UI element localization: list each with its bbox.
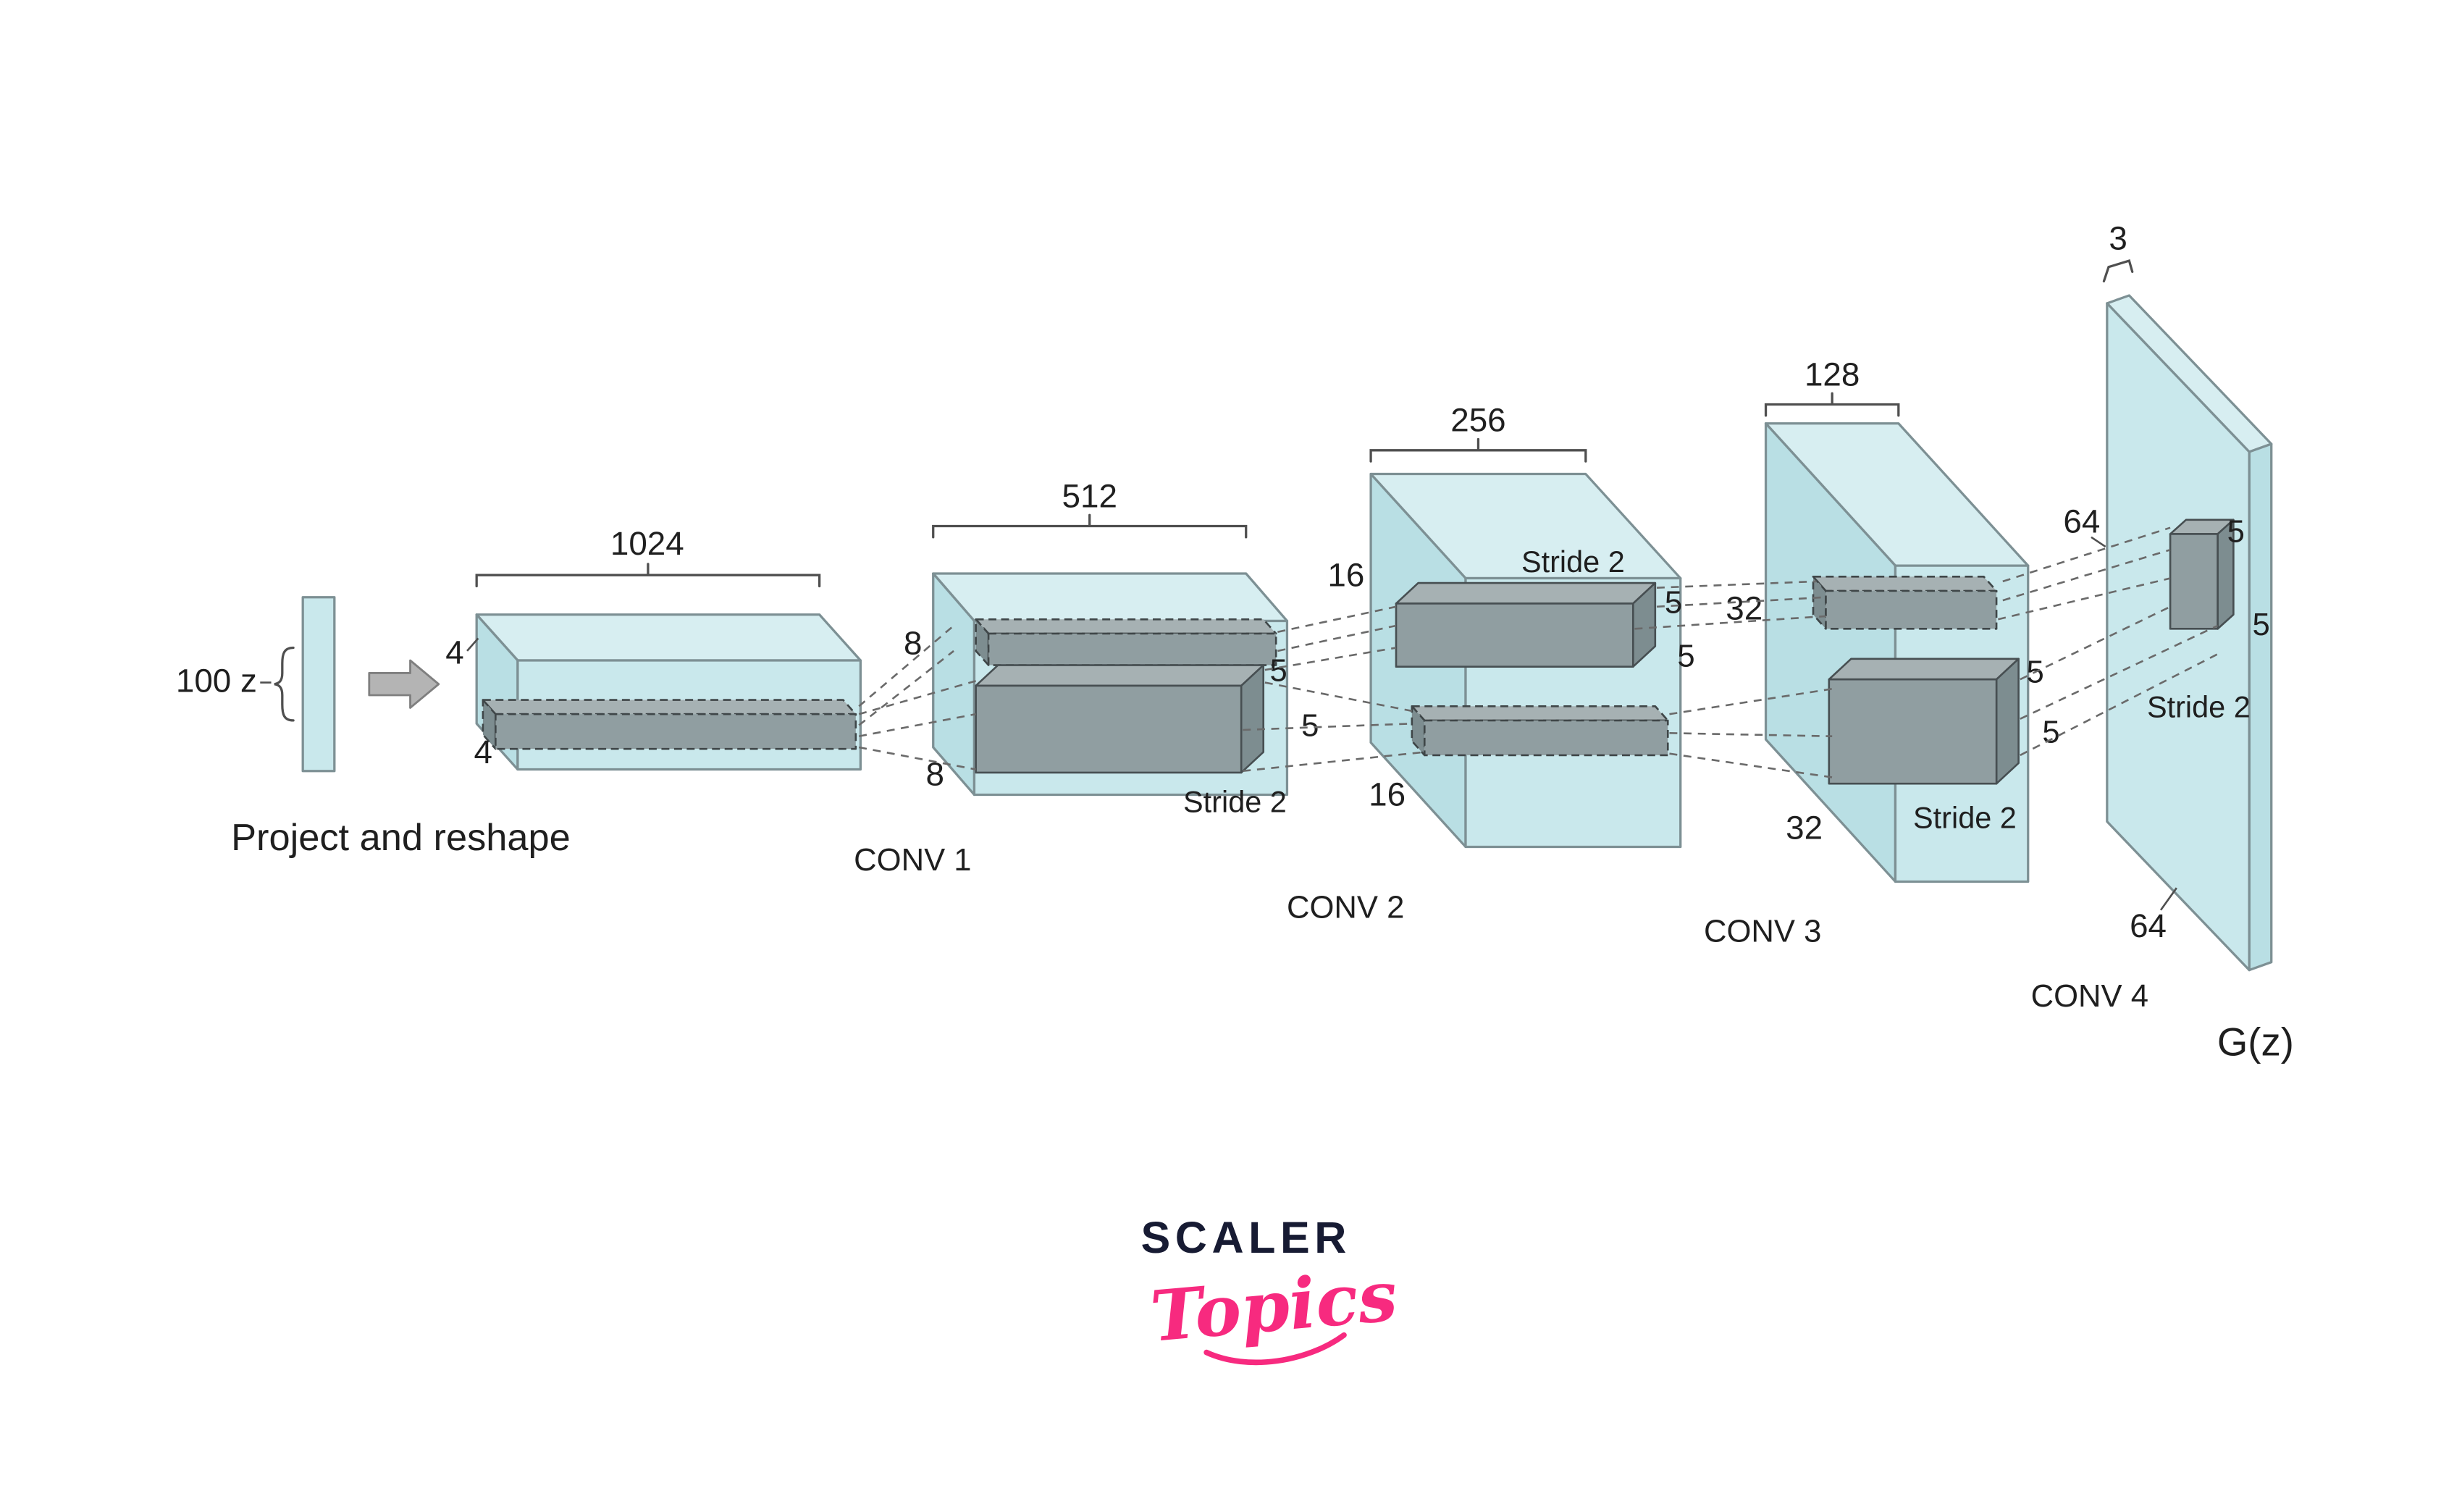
conv1-name-label: CONV 1	[854, 843, 971, 878]
conv3-block: 128 32 32 5 5 Stride 2 CONV 3	[1704, 356, 2060, 949]
output-gz-label: G(z)	[2217, 1020, 2294, 1064]
conv2-kernel-w-label: 5	[1665, 586, 1682, 621]
layer1-dim-top-label: 4	[445, 634, 463, 671]
conv4-depth-brace	[2102, 259, 2134, 282]
connections-layer1-conv1	[858, 625, 976, 770]
layer1-dim-tick	[466, 637, 479, 652]
conv4-stride-label: Stride 2	[2147, 690, 2251, 724]
arrow-icon	[368, 659, 440, 709]
reshape-arrow	[368, 659, 440, 709]
conv4-kernel	[2169, 518, 2235, 630]
conv1-block: 512 8 8 5 5 Stride 2 CONV 1	[854, 477, 1319, 878]
layer1-dim-bottom-label: 4	[474, 734, 492, 770]
logo-wordmark-text: Topics	[1148, 1255, 1400, 1358]
conv3-kernel	[1828, 658, 2020, 785]
conv1-feature-strip	[975, 618, 1277, 666]
conv2-stride-label: Stride 2	[1521, 545, 1625, 579]
scaler-topics-logo: SCALER Topics	[1141, 1213, 1400, 1366]
conv2-channels-label: 256	[1450, 402, 1505, 439]
input-brace	[274, 646, 295, 722]
connections-conv3-conv4	[1997, 526, 2219, 757]
conv2-kernel-h-label: 5	[1677, 639, 1694, 674]
conv1-kernel-w-label: 5	[1269, 653, 1287, 688]
conv4-dim-side-label: 64	[2063, 503, 2100, 539]
conv1-channels-label: 512	[1062, 477, 1117, 514]
conv3-dim-top-label: 32	[1726, 589, 1763, 626]
conv3-channels-brace	[1764, 392, 1900, 417]
connections-conv1-conv2	[1243, 605, 1425, 773]
conv4-kernel-h-label: 5	[2253, 608, 2270, 642]
conv4-kernel-w-label: 5	[2227, 514, 2245, 549]
conv3-kernel-h-label: 5	[2042, 715, 2059, 749]
connections-conv2-conv3	[1634, 580, 1833, 778]
layer1-channels-brace	[475, 563, 821, 588]
layer1-channels-label: 1024	[610, 525, 684, 562]
logo-underline-swash	[1203, 1332, 1347, 1366]
conv4-dim-tick-bottom	[2159, 887, 2177, 911]
conv1-kernel-h-label: 5	[1301, 709, 1319, 744]
conv2-kernel	[1395, 581, 1657, 668]
conv4-dim-bottom-label: 64	[2130, 907, 2167, 944]
conv3-name-label: CONV 3	[1704, 914, 1821, 949]
z-vector-bar	[301, 596, 336, 773]
conv2-block: 256 Stride 2 16 16 5 5 CONV 2	[1287, 402, 1695, 925]
input-label: 100 z	[176, 663, 257, 700]
conv1-stride-label: Stride 2	[1183, 784, 1287, 818]
layer1-reshape-block: 1024 4 4	[445, 525, 862, 771]
conv2-name-label: CONV 2	[1287, 891, 1404, 925]
project-reshape-caption: Project and reshape	[231, 817, 571, 859]
conv2-feature-strip	[1411, 705, 1669, 757]
conv4-dim-tick-top	[2091, 536, 2106, 547]
conv4-depth-label: 3	[2109, 220, 2127, 257]
conv2-dim-bottom-label: 16	[1369, 776, 1406, 813]
conv3-dim-bottom-label: 32	[1786, 810, 1823, 847]
conv3-stride-label: Stride 2	[1913, 800, 2017, 834]
conv1-channels-brace	[932, 513, 1248, 539]
conv2-dim-top-label: 16	[1327, 556, 1364, 593]
conv3-feature-strip	[1812, 576, 1998, 630]
layer1-feature-strip	[482, 699, 857, 750]
conv4-output-panel: 3 64 5 5 Stride 2 64 CONV 4 G(z)	[2031, 220, 2294, 1064]
logo-brand-text: SCALER	[1141, 1213, 1351, 1262]
input-z-vector: 100 z Project and reshape	[176, 596, 571, 859]
conv4-name-label: CONV 4	[2031, 979, 2148, 1014]
conv2-channels-brace	[1369, 437, 1587, 463]
conv1-kernel	[975, 664, 1265, 774]
conv3-channels-label: 128	[1805, 356, 1860, 392]
